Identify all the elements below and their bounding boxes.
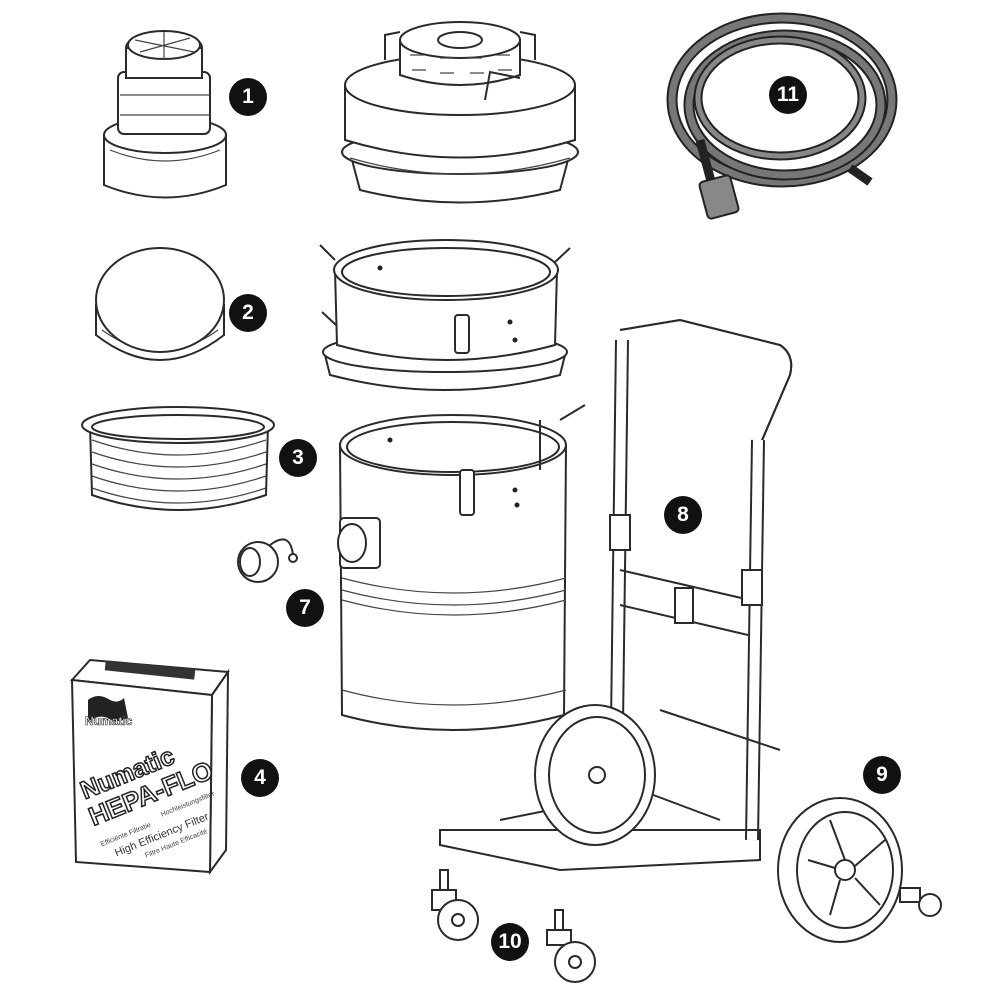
callout-4: 4 [241,759,279,797]
callout-1: 1 [229,78,267,116]
vacuum-head-part [341,21,579,204]
filter-disc-part [95,247,225,361]
filter-ring-part [81,406,275,511]
trolley-wheel [534,704,656,846]
filter-box-part: Numatic Numatic HEPA-FLO Efficiënte Filt… [69,658,230,876]
callout-7: 7 [286,589,324,627]
trolley-frame-part [439,318,793,872]
plug-cap-part [237,538,298,583]
box-logo: Numatic [85,714,133,728]
motor-part [103,30,227,199]
filter-chamber-part [319,239,571,391]
power-cable-part [666,12,898,220]
wheel-part [777,797,942,943]
callout-8: 8 [664,496,702,534]
callout-2: 2 [229,294,267,332]
castor-parts [431,869,596,983]
callout-11: 11 [769,76,807,114]
callout-9: 9 [863,756,901,794]
callout-10: 10 [491,923,529,961]
drum-part [337,404,586,731]
callout-3: 3 [279,439,317,477]
